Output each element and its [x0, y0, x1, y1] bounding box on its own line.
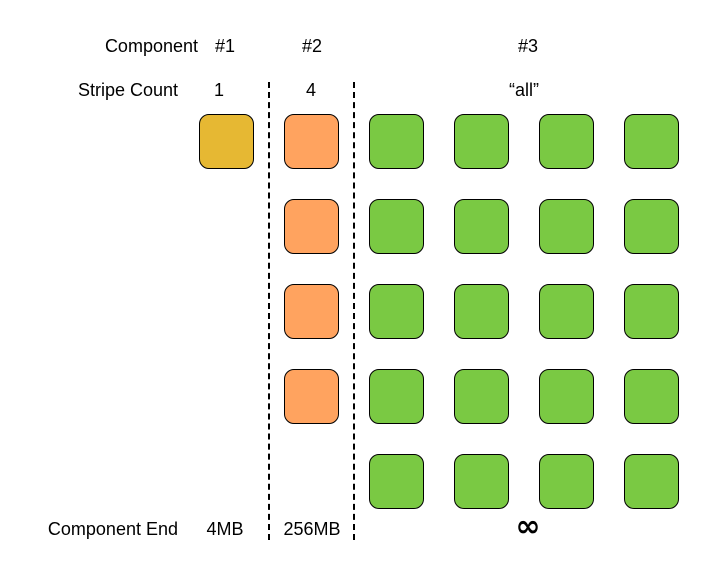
component-3-stripe	[454, 454, 509, 509]
component-3-stripe	[454, 284, 509, 339]
component-1-end: 4MB	[206, 519, 244, 539]
component-3-id: #3	[517, 36, 539, 56]
component-2-id: #2	[301, 36, 323, 56]
divider-component-2-3	[353, 82, 355, 540]
component-3-stripe	[624, 114, 679, 169]
component-3-stripe	[539, 199, 594, 254]
component-3-stripe	[369, 199, 424, 254]
component-2-stripe-count: 4	[305, 80, 316, 100]
component-1-id: #1	[214, 36, 236, 56]
component-3-stripe	[624, 199, 679, 254]
component-3-stripe-count: “all”	[509, 80, 539, 100]
component-end-row-label: Component End	[47, 519, 178, 539]
component-row-label: Component	[104, 36, 198, 56]
component-2-end: 256MB	[283, 519, 341, 539]
component-1-stripe	[199, 114, 254, 169]
component-3-stripe	[454, 199, 509, 254]
component-3-stripe	[539, 114, 594, 169]
component-3-stripe	[539, 369, 594, 424]
stripe-count-row-label: Stripe Count	[77, 80, 178, 100]
component-3-stripe	[369, 454, 424, 509]
component-3-stripe	[539, 454, 594, 509]
infinity-symbol: ∞	[515, 509, 541, 544]
component-3-stripe	[369, 284, 424, 339]
component-3-stripe	[539, 284, 594, 339]
component-3-stripe	[369, 114, 424, 169]
component-3-stripe	[454, 114, 509, 169]
component-2-stripe	[284, 284, 339, 339]
component-2-stripe	[284, 114, 339, 169]
component-2-stripe	[284, 199, 339, 254]
component-2-stripe	[284, 369, 339, 424]
component-3-stripe	[369, 369, 424, 424]
component-3-stripe	[454, 369, 509, 424]
component-1-stripe-count: 1	[213, 80, 224, 100]
component-3-stripe	[624, 369, 679, 424]
component-3-stripe	[624, 284, 679, 339]
component-3-stripe	[624, 454, 679, 509]
divider-component-1-2	[268, 82, 270, 540]
